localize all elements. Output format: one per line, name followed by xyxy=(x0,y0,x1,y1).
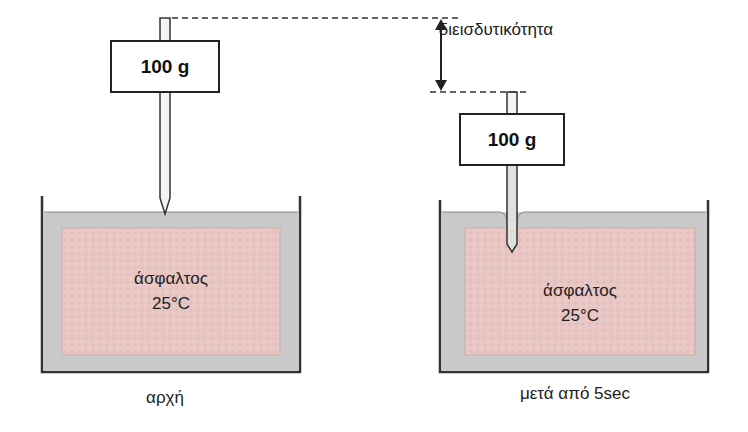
weight-label: 100 g xyxy=(488,129,537,151)
stage-caption: μετά από 5sec xyxy=(520,384,630,404)
sample-label: άσφαλτος 25°C xyxy=(126,267,216,316)
sample-label: άσφαλτος 25°C xyxy=(535,279,625,328)
dimension-label: διεισδυτικότητα xyxy=(439,20,553,40)
asphalt-sample: άσφαλτος 25°C xyxy=(465,252,695,355)
sample-container xyxy=(440,200,708,372)
sample-container xyxy=(42,196,300,372)
weight-label: 100 g xyxy=(141,56,190,78)
asphalt-sample: άσφαλτος 25°C xyxy=(62,228,280,355)
weight-box: 100 g xyxy=(459,113,565,166)
weight-box: 100 g xyxy=(110,40,220,93)
stage-caption: αρχή xyxy=(146,388,184,408)
